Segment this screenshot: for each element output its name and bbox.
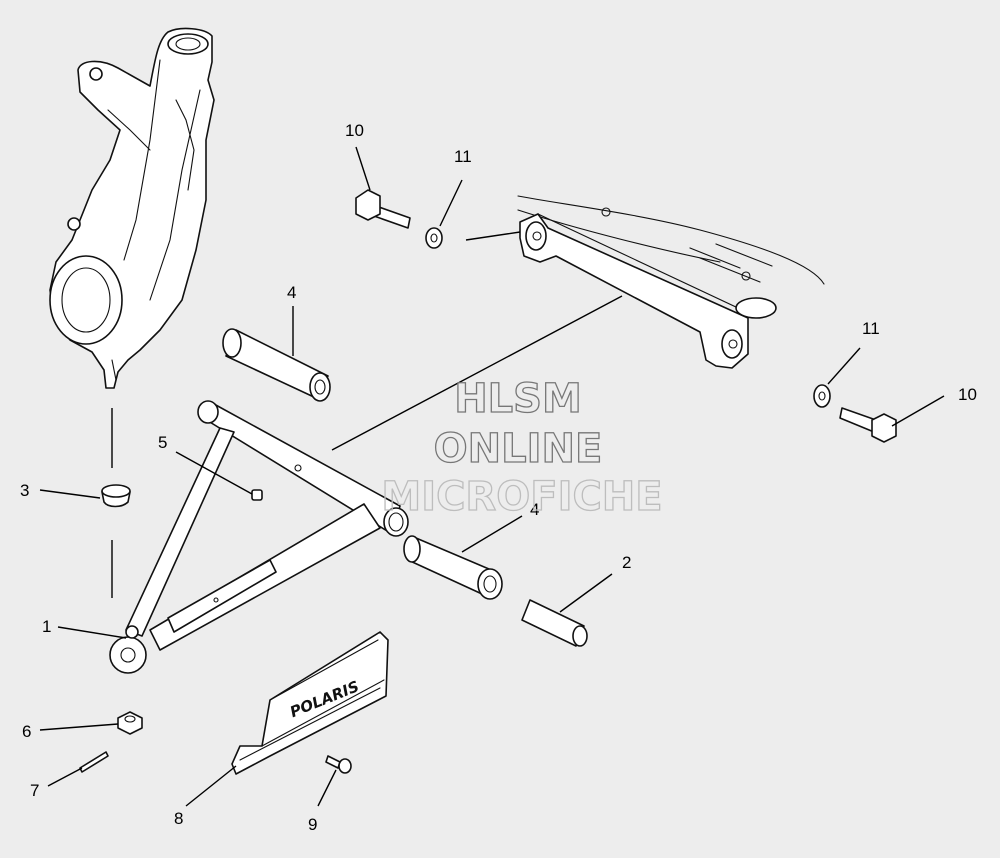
- callout-8: 8: [174, 809, 183, 828]
- callout-1: 1: [42, 617, 51, 636]
- steering-knuckle: [49, 27, 215, 389]
- leader-lines: [39, 146, 945, 807]
- callout-6: 6: [22, 722, 31, 741]
- alignment-line: [331, 295, 623, 451]
- callout-11-top: 11: [454, 147, 472, 166]
- callout-7: 7: [30, 781, 39, 800]
- lock-nut-6: [117, 711, 143, 735]
- callout-4-lower: 4: [530, 500, 539, 519]
- bolt-upper-left: [355, 189, 411, 229]
- callout-2: 2: [622, 553, 631, 572]
- callout-11-right: 11: [862, 319, 880, 338]
- washer-upper: [425, 227, 443, 249]
- callout-10-right: 10: [958, 385, 977, 404]
- a-arm: [109, 400, 409, 674]
- washer-right: [813, 384, 831, 408]
- bushing-upper: [222, 328, 331, 402]
- callout-labels: 10 11 11 10 4 4 2 5 3 1 6 7 8 9: [20, 121, 977, 834]
- watermark-line-2: ONLINE: [434, 426, 603, 472]
- bushing-lower: [403, 535, 503, 600]
- watermark-line-3: MICROFICHE: [381, 474, 662, 520]
- callout-10-top: 10: [345, 121, 364, 140]
- callout-3: 3: [20, 481, 29, 500]
- watermark-line-1: HLSM: [454, 376, 582, 422]
- callout-5: 5: [158, 433, 167, 452]
- spacer: [521, 599, 588, 647]
- dust-cap: [101, 484, 131, 508]
- watermark: HLSM ONLINE MICROFICHE: [381, 375, 664, 520]
- a-arm-guard: POLARIS: [231, 631, 389, 775]
- frame-mount: [517, 195, 825, 369]
- callout-4-upper: 4: [287, 283, 296, 302]
- nut-small-5: [251, 489, 263, 501]
- callout-9: 9: [308, 815, 317, 834]
- bolt-right: [839, 407, 897, 443]
- screw-9: [325, 755, 352, 774]
- cotter-pin-7: [79, 751, 109, 773]
